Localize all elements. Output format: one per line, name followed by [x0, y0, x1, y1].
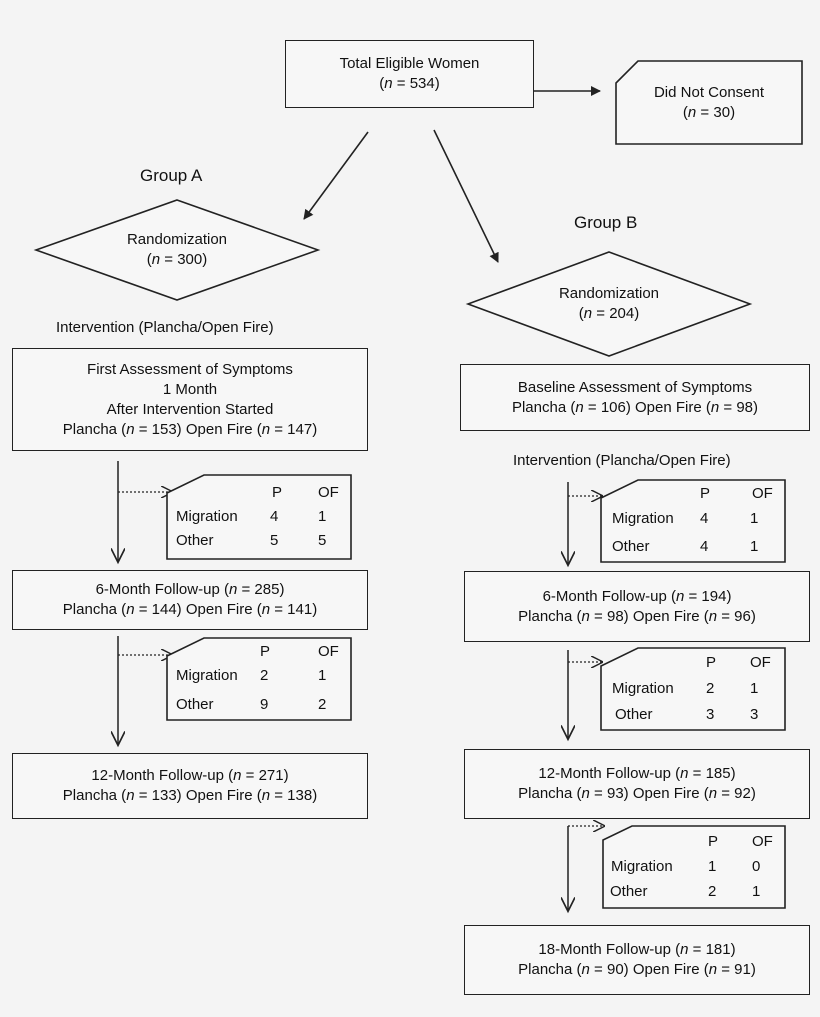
followup-18m-b-box: 18-Month Follow-up (n = 181) Plancha (n …: [464, 925, 810, 995]
intervention-b-label: Intervention (Plancha/Open Fire): [513, 452, 731, 469]
randomization-b-text: Randomization (n = 204): [558, 285, 660, 322]
followup-6m-b-box: 6-Month Follow-up (n = 194) Plancha (n =…: [464, 571, 810, 642]
dropout-b-1: P OF Migration 4 1 Other 4 1: [600, 479, 786, 563]
total-eligible-n: 534: [409, 75, 435, 92]
dropout-a-1: P OF Migration 4 1 Other 5 5: [166, 474, 352, 560]
dropout-b-3: P OF Migration 1 0 Other 2 1: [602, 825, 786, 909]
dropout-a-2: P OF Migration 2 1 Other 9 2: [166, 637, 352, 721]
no-consent-text: Did Not Consent (n = 30): [653, 83, 765, 121]
arrow-to-group-a: [303, 131, 369, 220]
randomization-a-text: Randomization (n = 300): [126, 231, 228, 268]
followup-6m-a-box: 6-Month Follow-up (n = 285) Plancha (n =…: [12, 570, 368, 630]
total-eligible-title: Total Eligible Women: [339, 55, 480, 72]
randomization-b-n: 204: [609, 305, 635, 322]
randomization-b-diamond: [465, 251, 753, 357]
followup-12m-b-box: 12-Month Follow-up (n = 185) Plancha (n …: [464, 749, 810, 819]
dropout-b-2: P OF Migration 2 1 Other 3 3: [600, 647, 786, 731]
no-consent-shape: [615, 60, 803, 145]
randomization-a-diamond: [33, 199, 321, 301]
intervention-a-label: Intervention (Plancha/Open Fire): [56, 319, 274, 336]
first-assessment-box: First Assessment of Symptoms 1 Month Aft…: [12, 348, 368, 451]
baseline-assessment-box: Baseline Assessment of Symptoms Plancha …: [460, 364, 810, 431]
followup-12m-a-box: 12-Month Follow-up (n = 271) Plancha (n …: [12, 753, 368, 819]
randomization-a-n: 300: [177, 251, 203, 268]
total-eligible-box: Total Eligible Women (n = 534): [285, 40, 534, 108]
no-consent-n: 30: [713, 103, 731, 121]
arrow-to-group-b: [433, 129, 499, 263]
group-b-label: Group B: [574, 213, 638, 232]
group-a-label: Group A: [140, 166, 203, 185]
no-consent-title: Did Not Consent: [653, 83, 765, 101]
